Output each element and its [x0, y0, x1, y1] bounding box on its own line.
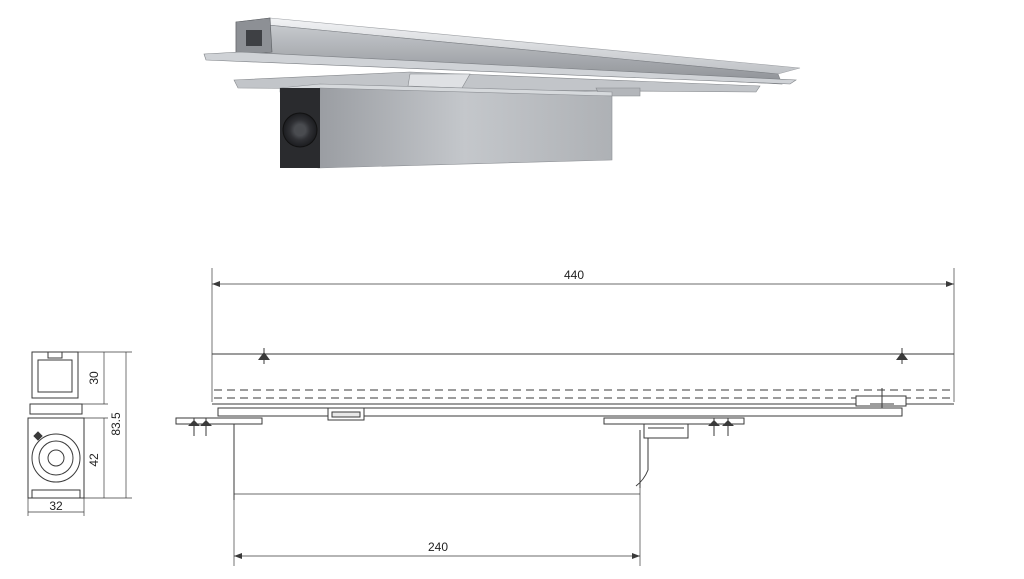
front-rail-endcap [855, 395, 907, 407]
side-rail-clip [47, 351, 63, 359]
screw-left-icon [258, 348, 270, 364]
front-arm-pivot [643, 423, 689, 439]
side-view-labels: 30 42 83.5 32 [49, 371, 123, 513]
lower-screw-left-1-icon [188, 418, 200, 436]
side-closer-ring-inner [38, 440, 74, 476]
front-slide-block-inner [331, 411, 361, 418]
front-slide-channel [217, 407, 903, 417]
closer-body-front [317, 87, 613, 169]
side-rail-housing [31, 351, 79, 399]
dim-440-arrow-left [212, 281, 220, 287]
rail-end-slot [246, 30, 262, 46]
dim-label-arm-length: 240 [428, 540, 448, 554]
lower-screw-right-1-icon [708, 418, 720, 436]
closer-valve-center [294, 124, 306, 136]
dim-label-body-height: 42 [87, 453, 101, 467]
side-rail-inner [37, 359, 73, 393]
side-mounting-plate [29, 403, 83, 415]
side-closer-marker [33, 431, 43, 441]
side-closer-body [27, 417, 85, 499]
dim-label-overall-length: 440 [564, 268, 584, 282]
side-closer-ring-core [47, 449, 65, 467]
side-view-drawing [27, 351, 132, 516]
dim-240-arrow-right [632, 553, 640, 559]
slide-block [407, 73, 471, 89]
front-lower-plate-right [603, 417, 745, 425]
product-render [203, 17, 801, 169]
dim-label-total-height: 83.5 [109, 412, 123, 436]
rail-front-face [235, 21, 783, 85]
dim-240-arrow-left [234, 553, 242, 559]
lower-screw-left-2-icon [200, 418, 212, 436]
front-view-labels: 440 240 [428, 268, 584, 554]
screw-right-icon [896, 348, 908, 364]
lower-screw-right-2-icon [722, 418, 734, 436]
side-closer-ring-outer [31, 433, 81, 483]
dim-label-body-width: 32 [49, 499, 63, 513]
front-view-drawing [175, 268, 955, 566]
front-arm-link [635, 438, 649, 487]
front-lower-plate-left [175, 417, 263, 425]
dim-440-arrow-right [946, 281, 954, 287]
dim-label-rail-height: 30 [87, 371, 101, 385]
rail-flange [203, 51, 797, 85]
side-closer-inset [31, 489, 81, 499]
